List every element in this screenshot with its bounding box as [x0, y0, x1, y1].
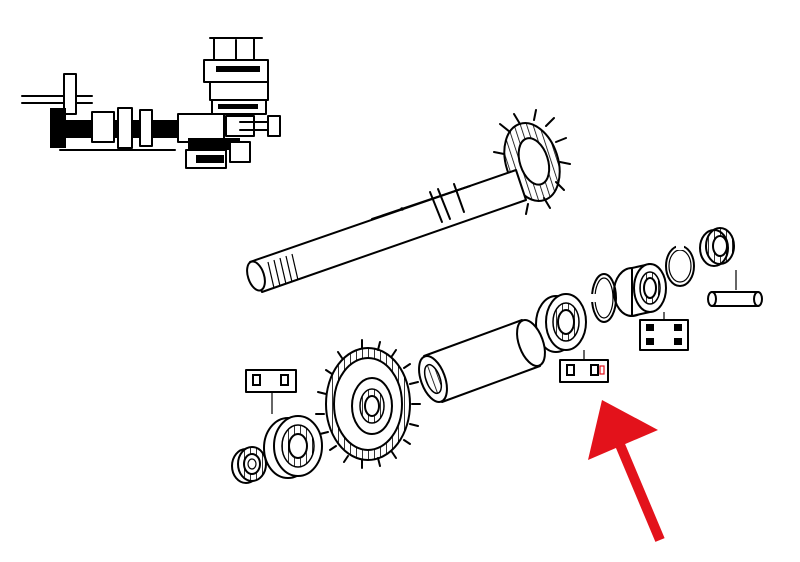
input-shaft-with-bevel-pinion: [246, 109, 571, 293]
spacer-tube: [418, 319, 546, 403]
bearing-part-outline-lower: [245, 369, 297, 414]
bearing-part-outline-highlighted: [559, 350, 609, 383]
locating-pin: [707, 270, 763, 307]
highlight-arrow: [588, 400, 665, 542]
needle-roller-bearing: [699, 227, 735, 267]
retaining-circlip: [665, 244, 695, 287]
ball-bearing: [535, 293, 587, 353]
lock-nut: [231, 446, 267, 484]
bearing-part-outline: [639, 312, 689, 351]
circlip: [590, 273, 617, 323]
gearbox-assembly-overview: [21, 37, 281, 169]
roller-bearing-cage: [613, 263, 667, 317]
ball-bearing-lower: [263, 415, 323, 479]
spur-gear: [315, 339, 421, 469]
